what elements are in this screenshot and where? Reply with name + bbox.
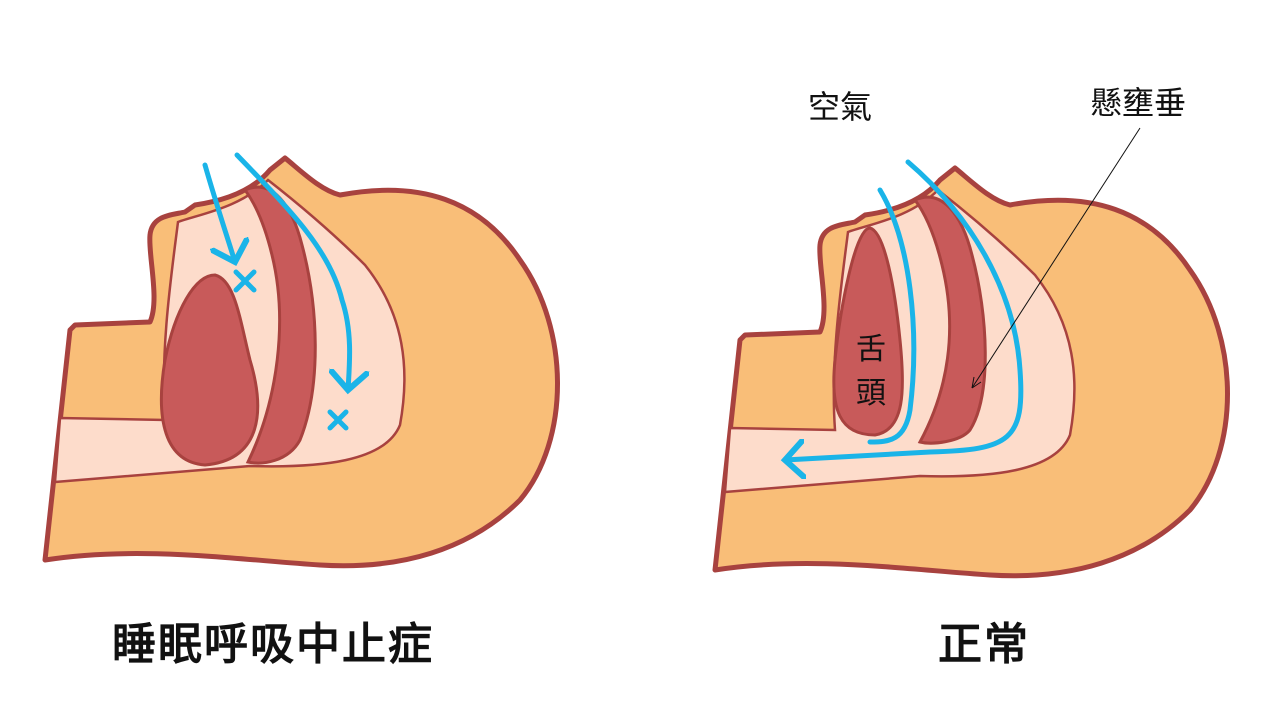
air-flow-arrow-1 (867, 187, 917, 445)
air-arrow-2 (234, 152, 350, 390)
apnea-title: 睡眠呼吸中止症 (112, 619, 434, 670)
air-arrow-1 (202, 162, 235, 262)
uvula-label: 懸壅垂 (1090, 84, 1187, 122)
soft-palate-right (912, 195, 987, 445)
normal-title: 正常 (938, 619, 1030, 670)
uvula-pointer-line (971, 127, 1141, 389)
air-flow-arrow-2 (785, 159, 1024, 460)
apnea-head-illustration (45, 152, 558, 566)
blocked-x-1 (233, 269, 257, 293)
blocked-x-2 (327, 409, 349, 431)
tongue-label-1: 舌 (856, 332, 886, 367)
soft-palate-left (242, 185, 317, 465)
normal-head-illustration (715, 159, 1228, 576)
uvula-pointer-arrowhead (971, 376, 982, 389)
tongue-right (832, 226, 904, 437)
tongue-label-2: 頭 (856, 376, 886, 411)
air-label: 空氣 (808, 88, 873, 126)
tongue-left (159, 273, 260, 467)
